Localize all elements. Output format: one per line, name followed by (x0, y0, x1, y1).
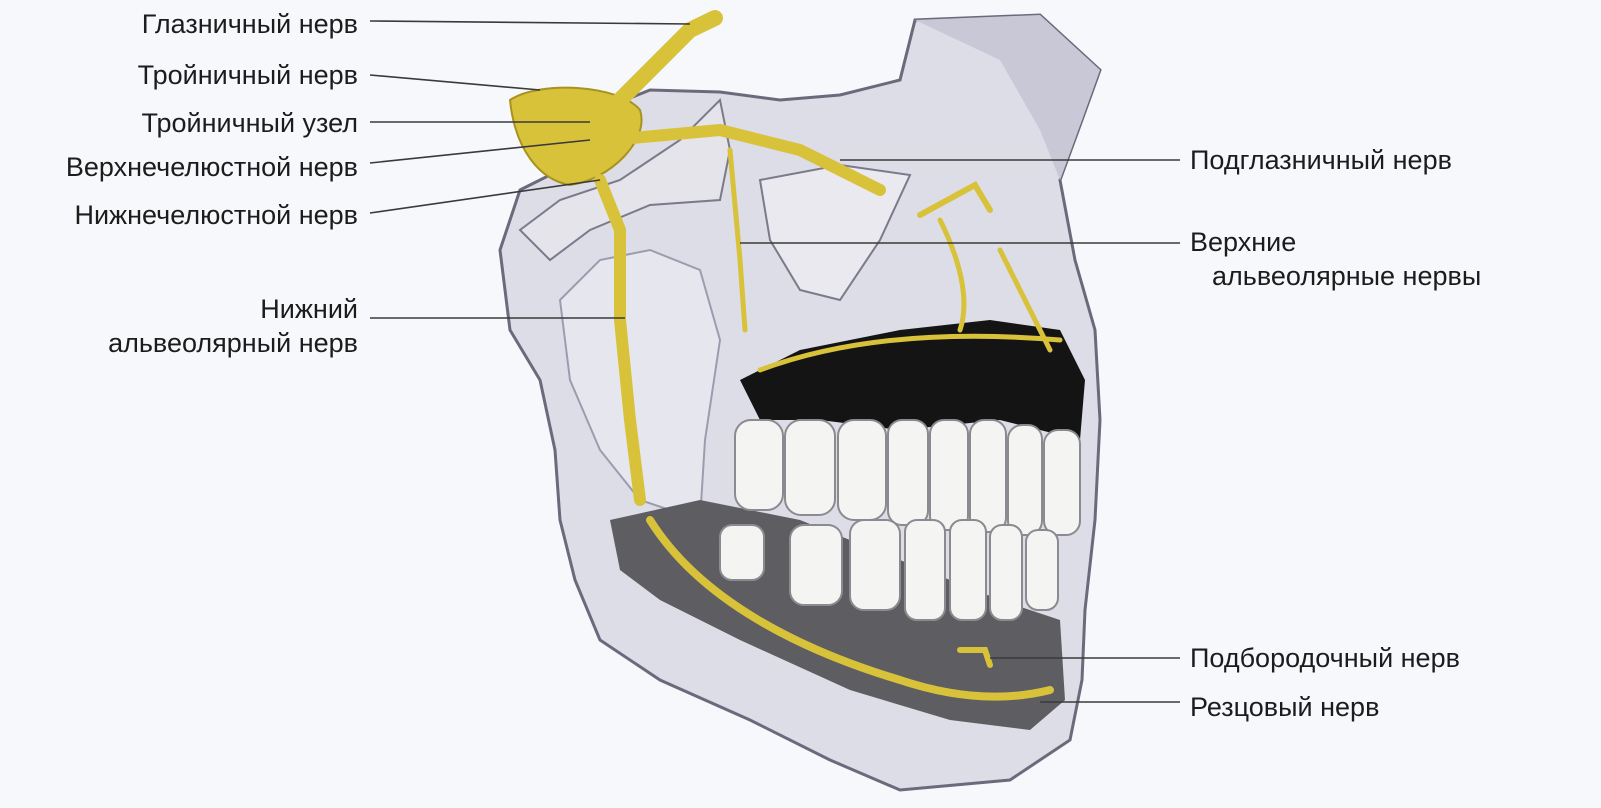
label-glaznichny-nerv: Глазничный нерв (142, 7, 358, 41)
label-podborodochny-nerv: Подбородочный нерв (1190, 641, 1460, 675)
label-verkhnie-alveolyarnye-nervy: Верхние альвеолярные нервы (1190, 225, 1481, 293)
label-reztsovy-nerv: Резцовый нерв (1190, 690, 1379, 724)
label-nizhny-alveolyarny-nerv: Нижний альвеолярный нерв (108, 292, 358, 360)
label-verkhnechelyustnoy-nerv: Верхнечелюстной нерв (66, 150, 358, 184)
label-nizhnechelyustnoy-nerv: Нижнечелюстной нерв (74, 198, 358, 232)
label-podglaznichny-nerv: Подглазничный нерв (1190, 143, 1452, 177)
label-troinichny-nerv: Тройничный нерв (138, 58, 358, 92)
label-troinichny-uzel: Тройничный узел (141, 106, 358, 140)
ophthalmic-nerve (620, 18, 715, 100)
